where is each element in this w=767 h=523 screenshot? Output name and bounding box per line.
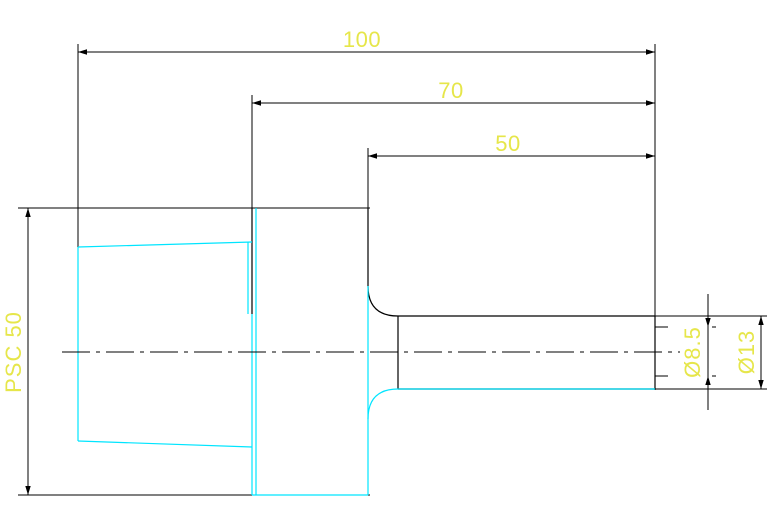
dim-text-d13: Ø13 [734, 330, 759, 375]
dimension-lines [25, 49, 764, 495]
dim-text-70: 70 [438, 78, 463, 103]
dim-text-50: 50 [495, 131, 520, 156]
taper-top [77, 241, 253, 248]
fillet-top [367, 285, 399, 317]
dim-text-d8-5: Ø8.5 [680, 326, 705, 378]
taper-bottom [77, 440, 253, 448]
dim-text-100: 100 [343, 27, 381, 52]
extension-lines [18, 44, 767, 496]
part-outline-black [251, 208, 656, 390]
dim-text-psc50: PSC 50 [1, 311, 26, 393]
fillet-bottom [367, 388, 399, 420]
